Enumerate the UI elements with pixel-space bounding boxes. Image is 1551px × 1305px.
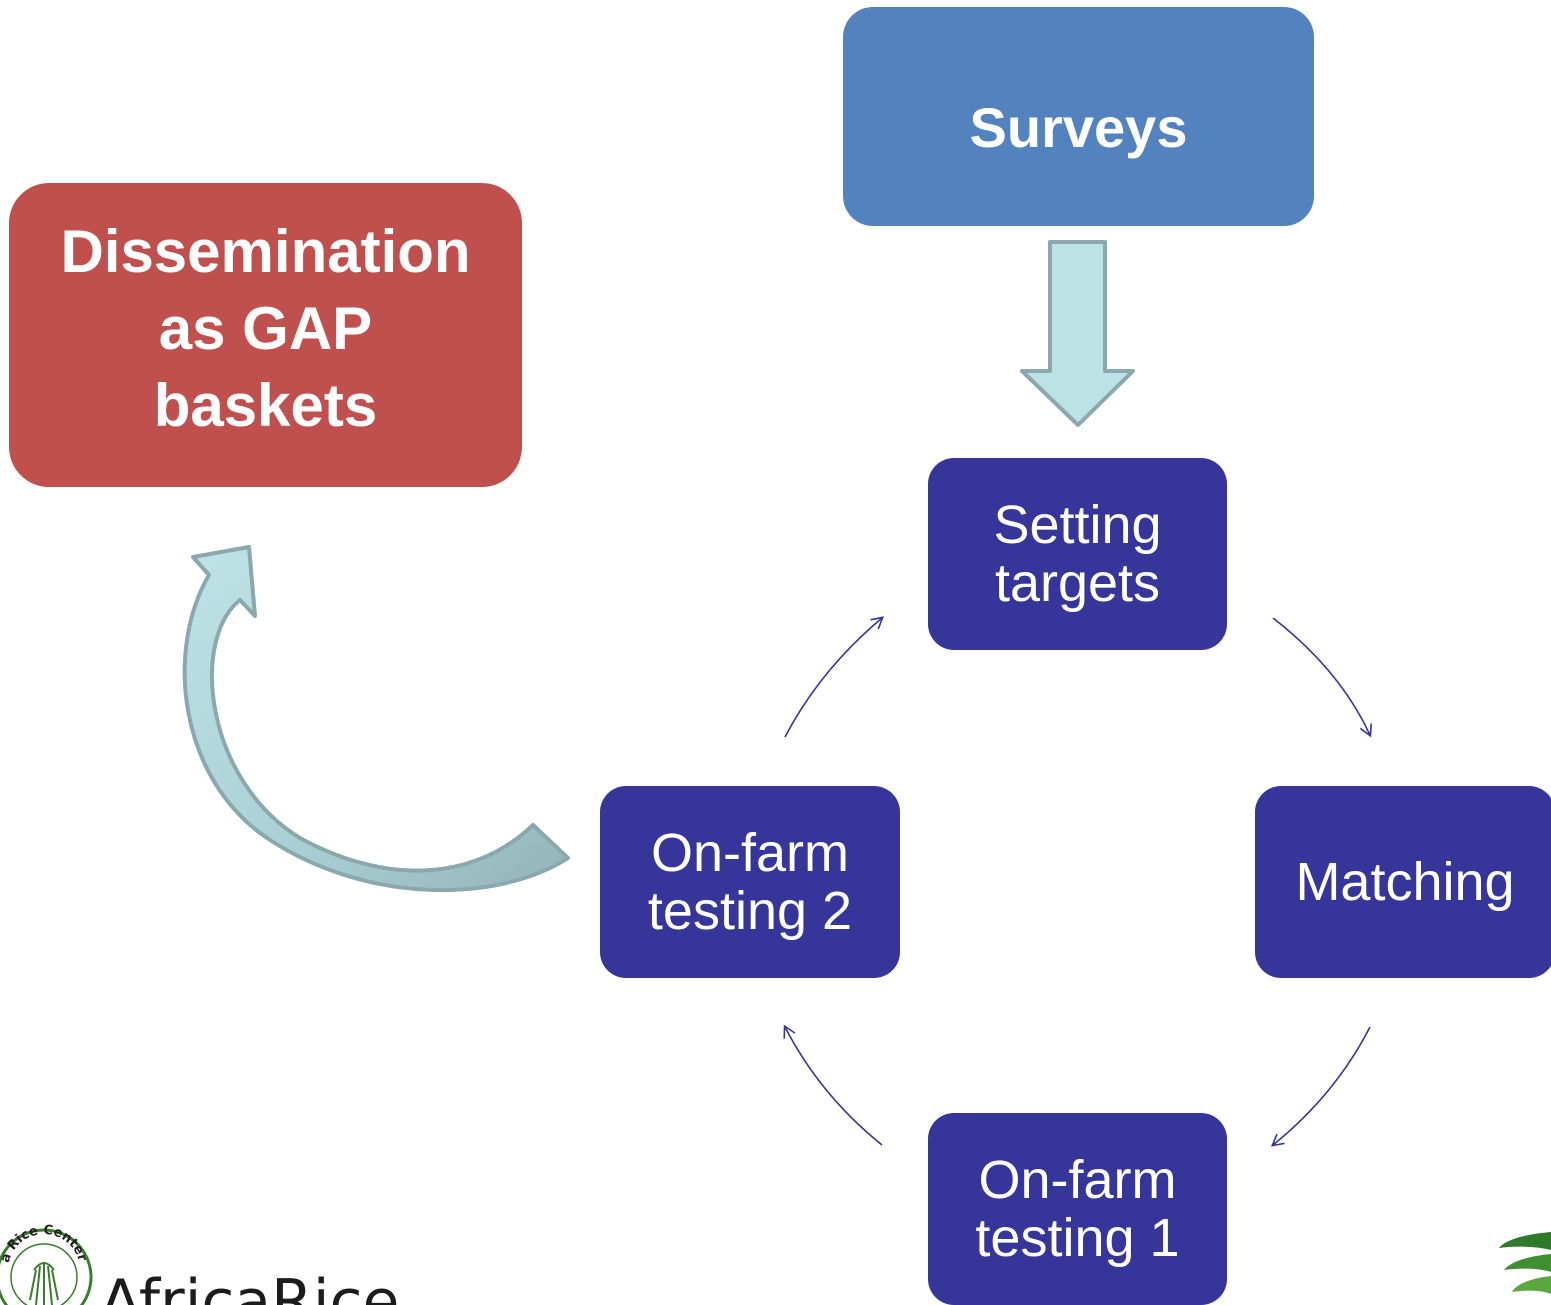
setting-targets-box: Setting targets [928, 458, 1227, 650]
cycle-arrow-testing2-to-targets [784, 616, 885, 738]
onfarm-testing-1-box: On-farm testing 1 [928, 1113, 1227, 1305]
logo-wordmark: AfricaRice [100, 1267, 399, 1305]
surveys-box: Surveys [843, 7, 1314, 226]
matching-box: Matching [1255, 786, 1551, 978]
curved-block-arrow [182, 545, 570, 893]
partner-leaf-logo [1499, 1232, 1551, 1294]
cycle-arrow-matching-to-testing1 [1270, 1026, 1371, 1147]
dissemination-box: Dissemination as GAP baskets [9, 183, 522, 487]
onfarm-testing-1-label: On-farm testing 1 [975, 1150, 1180, 1268]
cycle-arrow-testing1-to-testing2 [783, 1024, 883, 1146]
africarice-logo: a Rice Center AfricaRice [0, 1223, 399, 1305]
matching-label: Matching [1295, 852, 1515, 912]
setting-targets-label: Setting targets [993, 495, 1162, 613]
onfarm-testing-2-box: On-farm testing 2 [600, 786, 900, 978]
surveys-label: Surveys [969, 96, 1188, 159]
down-block-arrow [1020, 240, 1135, 427]
dissemination-label: Dissemination as GAP baskets [60, 218, 471, 439]
onfarm-testing-2-label: On-farm testing 2 [647, 823, 853, 941]
cycle-arrow-targets-to-matching [1272, 617, 1373, 738]
